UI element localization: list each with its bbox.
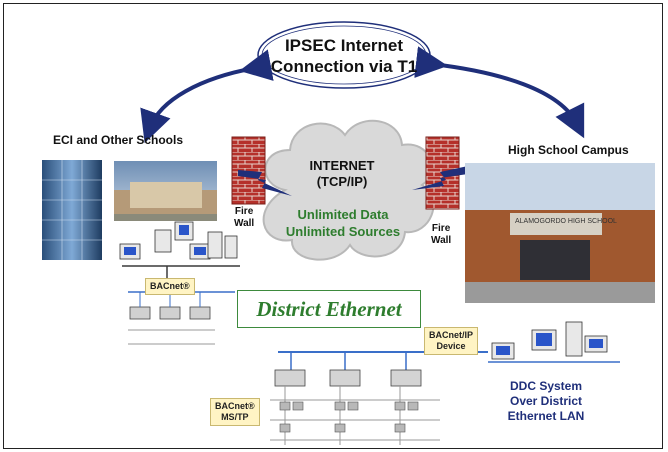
internet-cloud [262, 119, 435, 261]
left-bolt [238, 170, 292, 196]
district-controllers [274, 369, 422, 387]
internet-protocol: (TCP/IP) [316, 174, 368, 189]
ipsec-line-1: IPSEC Internet [284, 36, 404, 55]
bacnet-ip-line-2: Device [436, 341, 466, 351]
left-firewall [231, 136, 266, 205]
left-controllers [129, 306, 211, 320]
bacnet-ip-tag: BACnet/IP Device [424, 327, 479, 355]
left-firewall-label: Fire Wall [234, 206, 254, 230]
mstp-line-1: BACnet® [215, 401, 255, 411]
diagram-border [3, 3, 663, 449]
glass-building-photo [42, 160, 102, 260]
mstp-line-2: MS/TP [221, 412, 249, 422]
mstp-tag: BACnet® MS/TP [210, 398, 260, 426]
internet-title: INTERNET [309, 158, 375, 173]
ddc-line-1: DDC System [509, 379, 583, 393]
bacnet-ip-line-1: BACnet/IP [429, 330, 474, 340]
firewall-label-line-2: Wall [431, 235, 452, 246]
district-ethernet-title: District Ethernet [237, 290, 421, 328]
ddc-label: DDC System Over District Ethernet LAN [486, 379, 606, 424]
arrow-right [414, 46, 585, 139]
arrow-left [140, 49, 274, 144]
firewall-label-line-2: Wall [234, 218, 255, 229]
left-site-title: ECI and Other Schools [53, 133, 184, 147]
internet-caption: Unlimited Data Unlimited Sources [268, 206, 418, 240]
internet-caption-line-1: Unlimited Data [297, 207, 389, 222]
ddc-line-3: Ethernet LAN [507, 409, 585, 423]
ipsec-title: IPSEC Internet Connection via T1 [262, 35, 426, 77]
ddc-line-2: Over District [509, 394, 583, 408]
left-workstations [119, 221, 238, 260]
internet-label: INTERNET (TCP/IP) [284, 158, 400, 190]
right-bolt [412, 166, 468, 190]
school-sign: ALAMOGORDO HIGH SCHOOL [515, 218, 617, 225]
firewall-label-line-1: Fire [234, 206, 254, 217]
right-firewall-label: Fire Wall [431, 223, 451, 247]
bacnet-tag: BACnet® [145, 278, 195, 295]
internet-caption-line-2: Unlimited Sources [285, 224, 401, 239]
firewall-label-line-1: Fire [431, 223, 451, 234]
ipsec-line-2: Connection via T1 [270, 57, 418, 76]
right-site-title: High School Campus [508, 143, 629, 157]
